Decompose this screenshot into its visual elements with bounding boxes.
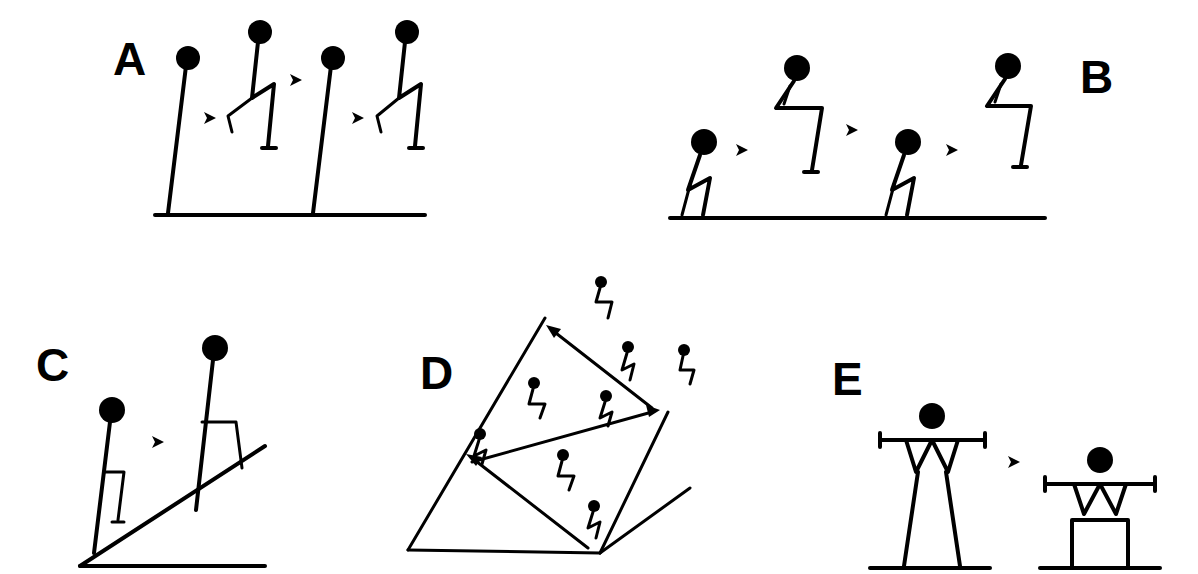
foot: [112, 521, 124, 524]
body-leg: [399, 42, 421, 146]
body-leg: [252, 42, 274, 146]
crouched-body: [622, 353, 634, 380]
head: [595, 276, 607, 288]
direction-arrow: [1008, 456, 1020, 468]
body-leg: [196, 360, 213, 510]
head: [691, 129, 717, 155]
arms-torso: [1074, 484, 1126, 514]
foot: [1013, 165, 1027, 169]
foot: [409, 146, 423, 150]
head: [1087, 447, 1113, 473]
ground-line: [1040, 566, 1160, 570]
ground-line: [80, 564, 265, 568]
squat-legs: [1072, 520, 1128, 566]
direction-arrow: [946, 144, 958, 156]
foot: [262, 146, 276, 150]
slope-line: [80, 446, 265, 566]
head: [99, 397, 125, 423]
tucked-leg: [377, 98, 399, 132]
direction-arrow: [736, 144, 748, 156]
head: [528, 377, 540, 389]
body-leg: [94, 422, 110, 553]
barbell-end: [983, 433, 987, 447]
bent-leg: [104, 472, 124, 520]
jump-body: [529, 389, 545, 418]
panel-b: [670, 53, 1045, 218]
ground-line: [155, 213, 425, 217]
head: [622, 341, 634, 353]
barbell-end: [1153, 477, 1157, 491]
head: [202, 335, 228, 361]
foot: [804, 170, 818, 174]
panel-letter: B: [1080, 54, 1113, 100]
box-edge: [408, 318, 545, 550]
direction-arrow: [152, 436, 164, 448]
head: [678, 344, 690, 356]
arm: [995, 84, 1001, 102]
body-leg: [168, 66, 186, 213]
ground-line: [670, 216, 1045, 220]
panel-c: [80, 335, 265, 566]
leg: [904, 472, 918, 566]
body-leg: [313, 66, 331, 213]
head: [919, 403, 945, 429]
arrowhead: [546, 325, 561, 338]
box-edge: [600, 412, 668, 553]
crouched-body: [474, 440, 486, 464]
jump-body: [596, 288, 612, 318]
jump-body: [558, 461, 574, 490]
crouched-body: [588, 512, 600, 538]
panel-letter: A: [113, 36, 146, 82]
head: [895, 129, 921, 155]
arm: [784, 86, 790, 104]
panel-letter: E: [832, 356, 863, 402]
leg: [946, 472, 960, 566]
head: [321, 46, 345, 70]
head: [995, 53, 1021, 79]
direction-arrow: [204, 112, 216, 124]
head: [474, 428, 486, 440]
small-figures: [474, 276, 694, 538]
bent-leg: [202, 422, 242, 468]
panel-a: [155, 20, 425, 215]
head: [176, 46, 200, 70]
head: [784, 55, 810, 81]
jump-body: [680, 356, 694, 384]
direction-arrow: [290, 74, 302, 86]
direction-arrow: [352, 112, 364, 124]
panel-e: [870, 403, 1160, 568]
panel-d: [408, 276, 694, 553]
jump-body: [987, 79, 1031, 165]
crouched-body: [600, 402, 612, 426]
box-edge: [600, 488, 690, 553]
head: [600, 390, 612, 402]
barbell-end: [1043, 477, 1047, 491]
head: [395, 20, 419, 44]
panel-letter: C: [36, 342, 69, 388]
path-arrow: [552, 330, 652, 408]
head: [248, 20, 272, 44]
direction-arrow: [846, 124, 858, 136]
crouched-leg: [886, 185, 894, 215]
ground-line: [870, 566, 990, 570]
path-arrow: [472, 458, 588, 548]
panel-letter: D: [420, 350, 453, 396]
head: [588, 500, 600, 512]
jump-body: [776, 81, 822, 170]
head: [557, 449, 569, 461]
crouched-leg: [682, 185, 690, 215]
tucked-leg: [228, 98, 252, 132]
path-arrow: [472, 412, 652, 462]
box-edge: [408, 550, 600, 553]
arms-torso: [906, 440, 958, 472]
barbell-end: [878, 433, 882, 447]
